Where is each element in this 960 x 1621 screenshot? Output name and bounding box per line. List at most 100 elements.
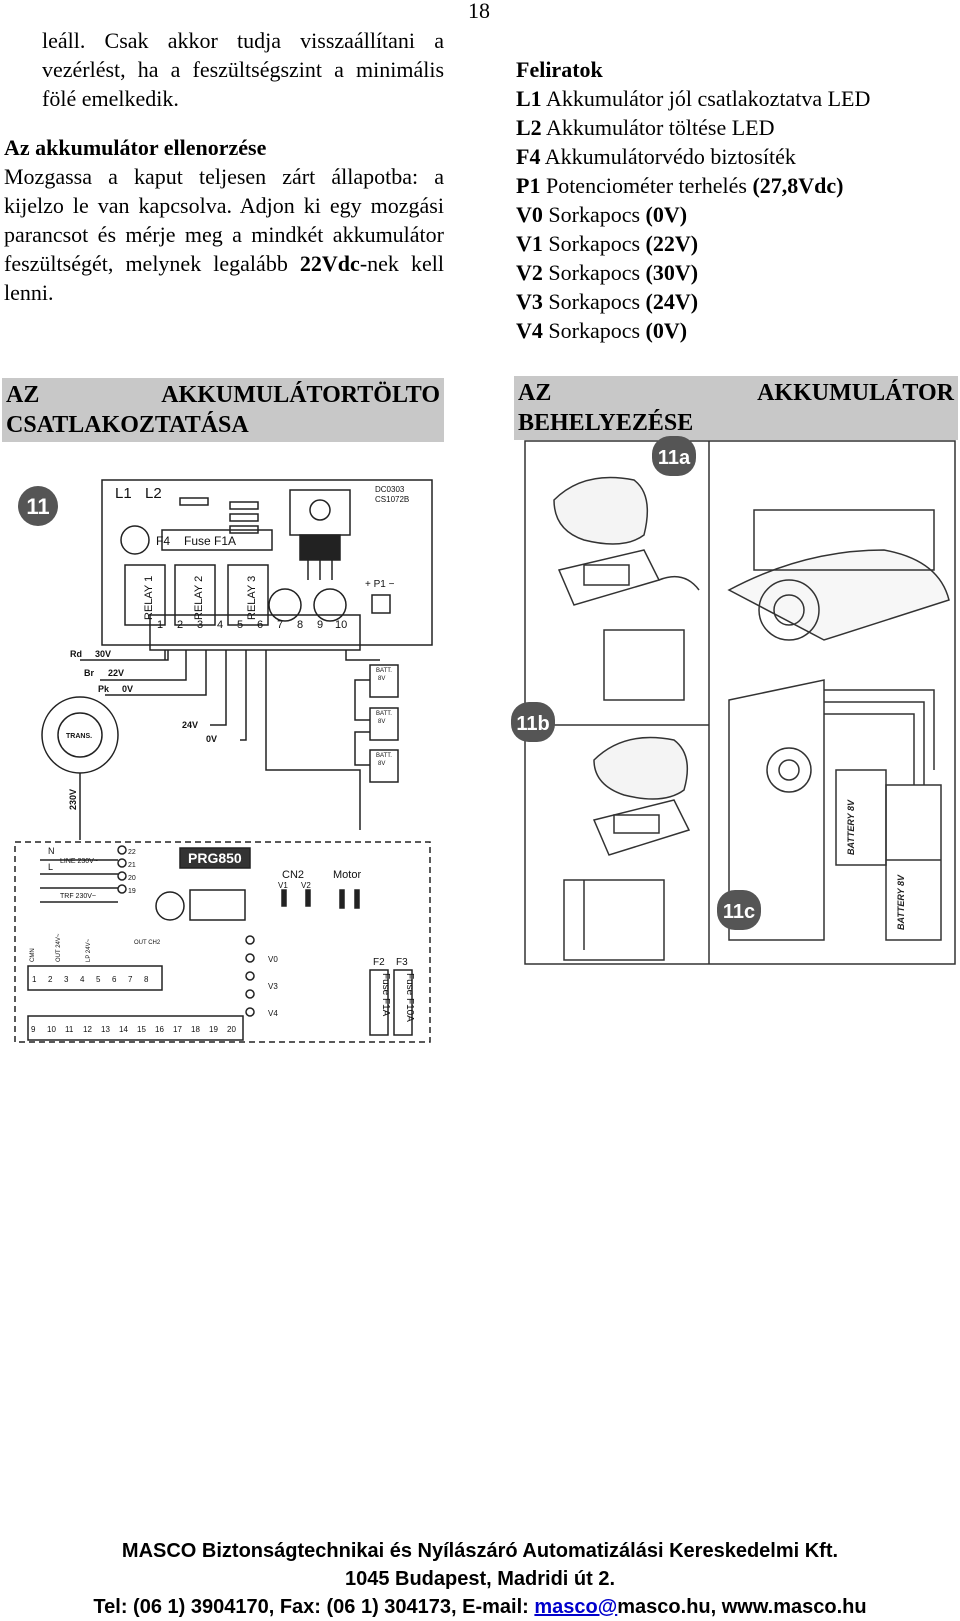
wire-0v: 0V [122, 684, 133, 694]
label-l2: L2 [145, 485, 162, 502]
label-cn2-v2: V2 [301, 881, 311, 890]
connector-label: 16 [155, 1025, 164, 1034]
label-l: L [48, 862, 53, 872]
connector-label: 1 [32, 975, 37, 984]
check-paragraph: Mozgassa a kaput teljesen zárt állapotba… [4, 164, 444, 305]
figure-badge-11: 11 [26, 494, 49, 519]
battery-label: BATT. [376, 753, 392, 759]
terminal-v4: V4 [268, 1009, 278, 1018]
terminal-21: 21 [128, 862, 136, 869]
email-link[interactable]: masco@ [534, 1596, 618, 1618]
connector-label: 10 [47, 1025, 56, 1034]
label-l1: L1 [115, 485, 132, 502]
label-dc: DC0303 [375, 485, 405, 494]
label-relay2: RELAY 2 [193, 576, 205, 620]
legend-item: L2 Akkumulátor töltése LED [516, 115, 775, 140]
legend-item: F4 Akkumulátorvédo biztosíték [516, 144, 796, 169]
label-prg850: PRG850 [188, 850, 242, 866]
label-f4: F4 [156, 534, 170, 548]
battery-label: BATT. [376, 711, 392, 717]
label-line: LINE 230V~ [60, 858, 98, 865]
legend-item: V4 Sorkapocs (0V) [516, 318, 688, 343]
legend-item: L1 Akkumulátor jól csatlakoztatva LED [516, 86, 871, 111]
battery-voltage: 8V [378, 719, 385, 725]
label-relay1: RELAY 1 [143, 576, 155, 620]
label-n: N [48, 846, 55, 856]
footer-contact: Tel: (06 1) 3904170, Fax: (06 1) 304173,… [93, 1596, 867, 1618]
terminal-label: 4 [217, 619, 223, 631]
terminal-label: 9 [317, 619, 323, 631]
label-fuse-f10a: Fuse F10A [404, 973, 415, 1022]
wire-pk: Pk [98, 684, 110, 694]
intro-paragraph: leáll. Csak akkor tudja visszaállítani a… [42, 28, 444, 111]
wire-0v-b: 0V [206, 734, 217, 744]
battery-label: BATTERY 8V [846, 799, 856, 855]
figure-badge-11a: 11a [658, 447, 691, 469]
terminal-label: 2 [177, 619, 183, 631]
label-trf: TRF 230V~ [60, 893, 96, 900]
connector-label: 7 [128, 975, 133, 984]
label-out-24v: OUT 24V~ [56, 933, 62, 962]
legend-item: V1 Sorkapocs (22V) [516, 231, 699, 256]
connector-label: 13 [101, 1025, 110, 1034]
legend-item: P1 Potenciométer terhelés (27,8Vdc) [516, 173, 844, 198]
label-out-ch2: OUT CH2 [134, 940, 161, 946]
footer-company: MASCO Biztonságtechnikai és Nyílászáró A… [121, 1540, 839, 1562]
terminal-label: 1 [157, 619, 163, 631]
battery-voltage: 8V [378, 676, 385, 682]
label-relay3: RELAY 3 [246, 576, 258, 620]
wire-30v: 30V [95, 649, 111, 659]
terminal-v0: V0 [268, 955, 278, 964]
legend: Feliratok L1 Akkumulátor jól csatlakozta… [516, 55, 936, 345]
connector-label: 6 [112, 975, 117, 984]
legend-item: V2 Sorkapocs (30V) [516, 260, 699, 285]
check-heading: Az akkumulátor ellenorzése [4, 135, 267, 160]
terminal-v3: V3 [268, 982, 278, 991]
connector-label: 5 [96, 975, 101, 984]
connector-label: 14 [119, 1025, 128, 1034]
legend-item: V0 Sorkapocs (0V) [516, 202, 688, 227]
connector-label: 12 [83, 1025, 92, 1034]
figure-badge-11c: 11c [723, 901, 755, 923]
label-lp-24v: LP 24V~ [86, 938, 92, 962]
wire-24v: 24V [182, 720, 198, 730]
terminal-label: 3 [197, 619, 203, 631]
figure-badge-11b: 11b [516, 713, 549, 735]
terminal-22: 22 [128, 849, 136, 856]
left-column: leáll. Csak akkor tudja visszaállítani a… [4, 26, 444, 307]
connector-label: 20 [227, 1025, 236, 1034]
battery-voltage: 8V [378, 761, 385, 767]
label-f2: F2 [373, 957, 385, 968]
label-cn2-v1: V1 [278, 881, 288, 890]
connector-label: 17 [173, 1025, 182, 1034]
terminal-label: 10 [335, 619, 347, 631]
terminal-19: 19 [128, 888, 136, 895]
battery-installation-diagram: 11a 11b 11c BATTERY 8V BATTERY 8V [511, 436, 956, 965]
label-cmn: CMN [30, 948, 36, 962]
wire-22v: 22V [108, 668, 124, 678]
wire-230v: 230V [68, 789, 78, 810]
connector-label: 2 [48, 975, 53, 984]
label-f3: F3 [396, 957, 408, 968]
connector-label: 19 [209, 1025, 218, 1034]
label-fuse: Fuse F1A [184, 534, 236, 548]
label-fuse-f1a: Fuse F1A [380, 973, 391, 1017]
page-number: 18 [468, 0, 490, 23]
legend-title: Feliratok [516, 57, 603, 82]
label-trans: TRANS. [66, 733, 92, 740]
connector-label: 11 [65, 1025, 74, 1034]
footer-address: 1045 Budapest, Madridi út 2. [344, 1568, 616, 1590]
terminal-label: 6 [257, 619, 263, 631]
terminal-20: 20 [128, 875, 136, 882]
connector-label: 15 [137, 1025, 146, 1034]
legend-item: V3 Sorkapocs (24V) [516, 289, 699, 314]
connector-label: 9 [31, 1025, 36, 1034]
wire-rd: Rd [70, 649, 82, 659]
terminal-label: 7 [277, 619, 283, 631]
connector-label: 4 [80, 975, 85, 984]
wire-br: Br [84, 668, 94, 678]
label-p1: + P1 − [365, 579, 395, 590]
terminal-label: 5 [237, 619, 243, 631]
